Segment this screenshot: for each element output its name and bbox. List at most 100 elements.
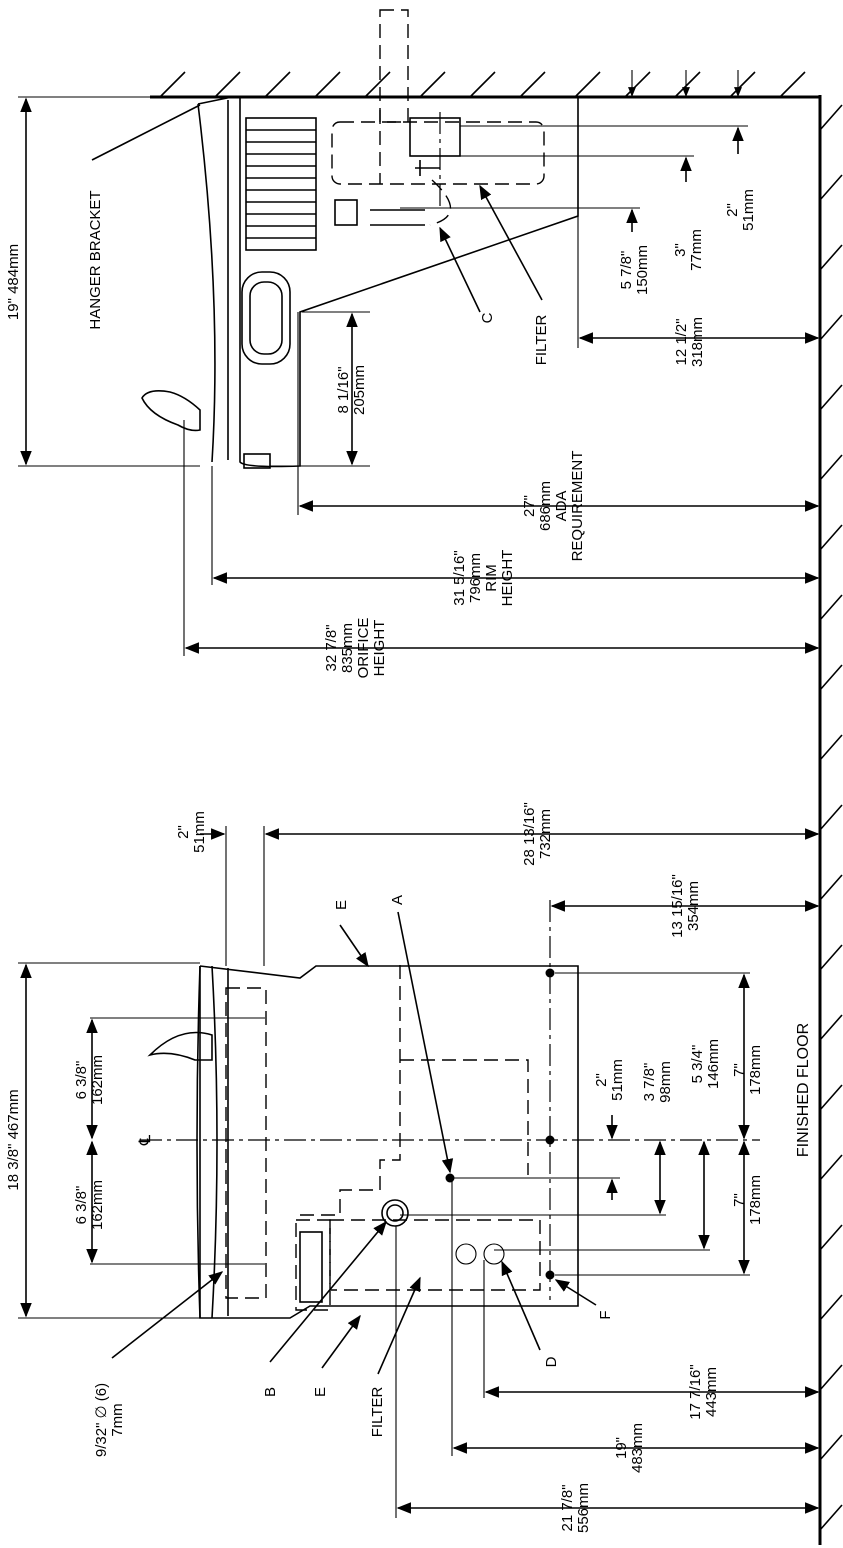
svg-text:8 1/16"205mm: 8 1/16"205mm xyxy=(335,365,368,415)
off2-mm: 51mm xyxy=(609,1059,626,1101)
wall xyxy=(150,70,820,99)
orifice-dimension: 32 7/8"835mmORIFICEHEIGHT xyxy=(183,420,820,679)
top-offset-mm: 51mm xyxy=(191,811,208,853)
ada-l1: ADA xyxy=(553,491,570,522)
orifice-mm: 835mm xyxy=(339,623,356,673)
half-width-dimensions: 6 3/8"162mm 6 3/8"162mm xyxy=(73,1017,265,1265)
label-f: F xyxy=(597,1310,614,1319)
off2-in: 2" xyxy=(593,1073,610,1087)
h17-mm: 443mm xyxy=(703,1367,720,1417)
hanger-bracket-label: HANGER BRACKET xyxy=(87,190,104,329)
offset-a-mm: 51mm xyxy=(740,189,757,231)
svg-text:9/32" ∅ (6)7mm: 9/32" ∅ (6)7mm xyxy=(93,1383,126,1457)
total-height-dimension: 28 13/16"732mm xyxy=(264,802,820,866)
svg-text:27"686mmADAREQUIREMENT: 27"686mmADAREQUIREMENT xyxy=(521,451,586,562)
ada-dimension: 27"686mmADAREQUIREMENT xyxy=(297,312,820,562)
off5-mm: 146mm xyxy=(705,1039,722,1089)
off5-in: 5 3/4" xyxy=(689,1045,706,1084)
front-view-unit xyxy=(140,900,760,1319)
bottom-callouts: 9/32" ∅ (6)7mm B E FILTER D F xyxy=(93,1220,614,1457)
finished-floor: FINISHED FLOOR xyxy=(795,95,843,1545)
front-width-in: 18 3/8" xyxy=(5,1144,22,1191)
top-offset-in: 2" xyxy=(175,825,192,839)
supply-height-dimensions: 17 7/16"443mm 19"483mm 21 7/8"556mm xyxy=(395,1180,820,1533)
hole-in: 9/32" ∅ (6) xyxy=(93,1383,110,1457)
off7a-mm: 178mm xyxy=(747,1045,764,1095)
offset-c-in: 5 7/8" xyxy=(618,251,635,290)
svg-text:2"51mm: 2"51mm xyxy=(593,1059,626,1101)
bubbler-icon xyxy=(141,390,201,432)
top-offset-dimension: 2"51mm xyxy=(175,811,265,966)
label-d: D xyxy=(543,1356,560,1367)
rim-in: 31 5/16" xyxy=(451,550,468,605)
svg-text:3 7/8"98mm: 3 7/8"98mm xyxy=(641,1061,674,1103)
ada-l2: REQUIREMENT xyxy=(569,451,586,562)
ada-in: 27" xyxy=(521,495,538,517)
svg-text:6 3/8"162mm: 6 3/8"162mm xyxy=(73,1180,106,1230)
push-button-outline xyxy=(241,271,291,365)
off3-mm: 98mm xyxy=(657,1061,674,1103)
half-right-in: 6 3/8" xyxy=(73,1186,90,1225)
orifice-l2: HEIGHT xyxy=(371,620,388,677)
orifice-in: 32 7/8" xyxy=(323,624,340,671)
svg-text:17 7/16"443mm: 17 7/16"443mm xyxy=(687,1364,720,1419)
depth-dimension: 8 1/16"205mm xyxy=(270,311,370,467)
finished-floor-label: FINISHED FLOOR xyxy=(795,1023,812,1157)
h19-in: 19" xyxy=(613,1437,630,1459)
svg-text:18 3/8" 467mm: 18 3/8" 467mm xyxy=(5,1089,22,1190)
svg-text:5 3/4"146mm: 5 3/4"146mm xyxy=(689,1039,722,1089)
hanger-bracket-callout: HANGER BRACKET xyxy=(87,104,201,330)
svg-text:7"178mm: 7"178mm xyxy=(731,1045,764,1095)
svg-text:6 3/8"162mm: 6 3/8"162mm xyxy=(73,1055,106,1105)
side-width-mm: 484mm xyxy=(5,244,22,294)
label-filter-front: FILTER xyxy=(369,1387,386,1438)
front-width-mm: 467mm xyxy=(5,1089,22,1139)
h21-in: 21 7/8" xyxy=(559,1484,576,1531)
svg-text:19"483mm: 19"483mm xyxy=(613,1423,646,1473)
depth-mm: 205mm xyxy=(351,365,368,415)
label-e-bottom: E xyxy=(312,1387,329,1397)
height-low-in: 13 15/16" xyxy=(669,874,686,938)
svg-text:28 13/16"732mm: 28 13/16"732mm xyxy=(521,802,554,866)
rim-mm: 796mm xyxy=(467,553,484,603)
wall-offsets: 5 7/8"150mm 3"77mm 2"51mm xyxy=(400,125,757,295)
half-left-mm: 162mm xyxy=(89,1055,106,1105)
rim-dimension: 31 5/16"796mmRIMHEIGHT xyxy=(211,466,820,607)
h21-mm: 556mm xyxy=(575,1483,592,1533)
filter-side-callout: FILTER xyxy=(479,184,550,366)
svg-text:32 7/8"835mmORIFICEHEIGHT: 32 7/8"835mmORIFICEHEIGHT xyxy=(323,618,388,679)
depth-in: 8 1/16" xyxy=(335,366,352,413)
top-callouts: E A xyxy=(333,895,454,1174)
hole-spacing-dimensions: 7"178mm 7"178mm xyxy=(555,972,764,1276)
bottom-height-dimension: 12 1/2"318mm xyxy=(577,216,820,367)
front-width-dimension: 18 3/8" 467mm xyxy=(5,962,200,1319)
rim-l2: HEIGHT xyxy=(499,550,516,607)
front-bubbler-icon xyxy=(147,1031,213,1061)
c-callout: C xyxy=(439,226,496,323)
bottom-in: 12 1/2" xyxy=(673,318,690,365)
centerline-offsets: 2"51mm 3 7/8"98mm 5 3/4"146mm xyxy=(400,1039,722,1251)
half-left-in: 6 3/8" xyxy=(73,1061,90,1100)
low-height-dimension: 13 15/16"354mm xyxy=(550,874,820,938)
off7b-in: 7" xyxy=(731,1193,748,1207)
off7a-in: 7" xyxy=(731,1063,748,1077)
waste-opening xyxy=(381,1199,409,1227)
side-width-dimension: 19" 484mm xyxy=(5,96,200,467)
off3-in: 3 7/8" xyxy=(641,1063,658,1102)
svg-text:21 7/8"556mm: 21 7/8"556mm xyxy=(559,1483,592,1533)
side-width-in: 19" xyxy=(5,298,22,320)
height-low-mm: 354mm xyxy=(685,881,702,931)
offset-b-in: 3" xyxy=(672,243,689,257)
height-total-mm: 732mm xyxy=(537,809,554,859)
label-a: A xyxy=(389,895,406,905)
height-total-in: 28 13/16" xyxy=(521,802,538,866)
h17-in: 17 7/16" xyxy=(687,1364,704,1419)
offset-b-mm: 77mm xyxy=(688,229,705,271)
svg-text:19" 484mm: 19" 484mm xyxy=(5,244,22,320)
label-filter-side: FILTER xyxy=(533,315,550,366)
orifice-l1: ORIFICE xyxy=(355,618,372,679)
svg-text:12 1/2"318mm: 12 1/2"318mm xyxy=(673,317,706,367)
ada-mm: 686mm xyxy=(537,481,554,531)
svg-text:31 5/16"796mmRIMHEIGHT: 31 5/16"796mmRIMHEIGHT xyxy=(451,550,516,607)
svg-text:2"51mm: 2"51mm xyxy=(175,811,208,853)
